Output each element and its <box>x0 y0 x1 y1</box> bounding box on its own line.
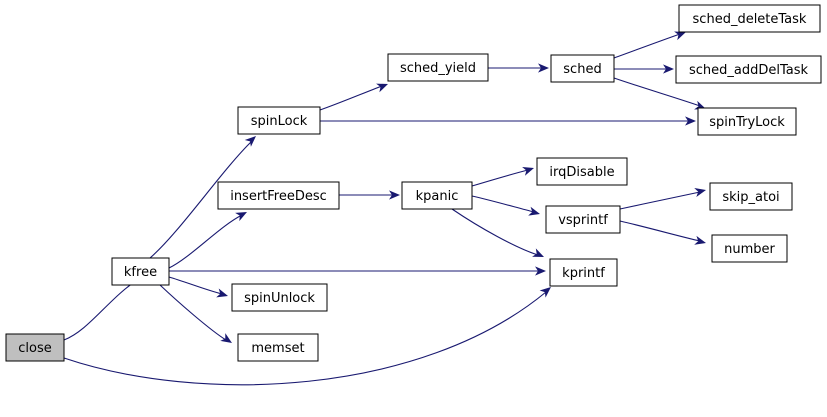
node-box-vsprintf[interactable] <box>545 205 621 234</box>
node-label-skip_atoi: skip_atoi <box>722 190 779 205</box>
node-box-number[interactable] <box>711 234 788 263</box>
arrowhead-icon <box>376 83 388 93</box>
node-box-kfree[interactable] <box>111 257 170 286</box>
node-close[interactable]: close <box>5 333 65 362</box>
node-number[interactable]: number <box>711 234 788 263</box>
arrowhead-icon <box>539 287 551 298</box>
node-sched[interactable]: sched <box>550 54 615 83</box>
node-insertFreeDesc[interactable]: insertFreeDesc <box>217 181 340 210</box>
node-box-sched_deleteTask[interactable] <box>678 4 821 33</box>
arrowhead-icon <box>522 167 534 176</box>
arrowhead-icon <box>538 63 549 73</box>
edge-sched-to-spinTryLock <box>613 77 706 110</box>
node-label-spinTryLock: spinTryLock <box>709 115 785 130</box>
node-box-spinLock[interactable] <box>237 106 321 135</box>
node-memset[interactable]: memset <box>237 333 319 362</box>
node-box-insertFreeDesc[interactable] <box>217 181 340 210</box>
arrowhead-icon <box>674 31 686 41</box>
node-label-sched_addDelTask: sched_addDelTask <box>689 63 809 78</box>
node-label-sched: sched <box>563 62 601 77</box>
node-skip_atoi[interactable]: skip_atoi <box>709 182 793 211</box>
edge-kfree-to-spinLock <box>149 136 256 259</box>
node-label-vsprintf: vsprintf <box>558 213 608 228</box>
node-kpanic[interactable]: kpanic <box>401 181 473 210</box>
edge-kfree-to-memset <box>159 284 232 343</box>
arrowhead-icon <box>685 116 696 126</box>
node-label-kprintf: kprintf <box>562 266 605 281</box>
node-irqDisable[interactable]: irqDisable <box>536 157 628 186</box>
node-box-sched_yield[interactable] <box>387 53 489 82</box>
node-label-number: number <box>724 242 775 257</box>
node-label-sched_yield: sched_yield <box>400 61 476 76</box>
arrowhead-icon <box>220 333 232 343</box>
node-sched_yield[interactable]: sched_yield <box>387 53 489 82</box>
node-label-irqDisable: irqDisable <box>549 165 614 180</box>
arrowhead-icon <box>694 100 706 110</box>
edge-insertFreeDesc-to-kpanic <box>339 190 400 200</box>
node-label-spinUnlock: spinUnlock <box>244 291 315 306</box>
node-box-kpanic[interactable] <box>401 181 473 210</box>
edge-vsprintf-to-skip_atoi <box>619 187 706 210</box>
node-sched_addDelTask[interactable]: sched_addDelTask <box>675 55 822 84</box>
edge-sched-to-sched_deleteTask <box>613 31 686 59</box>
edge-close-to-kprintf <box>63 287 551 386</box>
node-label-spinLock: spinLock <box>251 114 308 129</box>
edge-kpanic-to-vsprintf <box>471 195 540 216</box>
node-box-close[interactable] <box>5 333 65 362</box>
edge-kfree-to-kprintf <box>169 266 546 276</box>
arrowhead-icon <box>535 266 546 276</box>
arrowhead-icon <box>528 206 540 216</box>
arrowhead-icon <box>235 212 247 222</box>
edge-vsprintf-to-number <box>619 220 706 245</box>
edge-kfree-to-spinUnlock <box>168 276 228 298</box>
node-label-kfree: kfree <box>124 265 157 280</box>
arrowhead-icon <box>694 235 706 245</box>
node-spinUnlock[interactable]: spinUnlock <box>231 283 328 312</box>
node-box-sched_addDelTask[interactable] <box>675 55 822 84</box>
edge-kpanic-to-kprintf <box>451 208 544 257</box>
node-label-memset: memset <box>251 341 304 356</box>
node-vsprintf[interactable]: vsprintf <box>545 205 621 234</box>
node-kprintf[interactable]: kprintf <box>549 258 618 287</box>
node-label-insertFreeDesc: insertFreeDesc <box>230 189 327 204</box>
edge-spinLock-to-spinTryLock <box>320 116 696 126</box>
node-sched_deleteTask[interactable]: sched_deleteTask <box>678 4 821 33</box>
edge-sched_yield-to-sched <box>488 63 549 73</box>
node-layer: close kfree spinLock insertFreeDesc spinUnlo… <box>5 4 822 362</box>
node-box-irqDisable[interactable] <box>536 157 628 186</box>
node-label-close: close <box>18 341 51 356</box>
node-box-sched[interactable] <box>550 54 615 83</box>
arrowhead-icon <box>389 190 400 200</box>
edge-spinLock-to-sched_yield <box>319 83 388 111</box>
node-spinTryLock[interactable]: spinTryLock <box>697 107 797 136</box>
arrowhead-icon <box>663 64 674 74</box>
node-kfree[interactable]: kfree <box>111 257 170 286</box>
arrowhead-icon <box>216 288 228 298</box>
node-spinLock[interactable]: spinLock <box>237 106 321 135</box>
edge-kfree-to-insertFreeDesc <box>168 212 247 269</box>
node-label-kpanic: kpanic <box>416 189 459 204</box>
edge-kpanic-to-irqDisable <box>471 167 534 187</box>
node-box-skip_atoi[interactable] <box>709 182 793 211</box>
edge-sched-to-sched_addDelTask <box>614 64 674 74</box>
arrowhead-icon <box>244 136 256 147</box>
edge-layer <box>63 31 706 386</box>
node-box-spinTryLock[interactable] <box>697 107 797 136</box>
arrowhead-icon <box>694 187 706 197</box>
arrowhead-icon <box>532 248 544 257</box>
node-box-spinUnlock[interactable] <box>231 283 328 312</box>
node-label-sched_deleteTask: sched_deleteTask <box>693 12 807 27</box>
node-box-memset[interactable] <box>237 333 319 362</box>
node-box-kprintf[interactable] <box>549 258 618 287</box>
